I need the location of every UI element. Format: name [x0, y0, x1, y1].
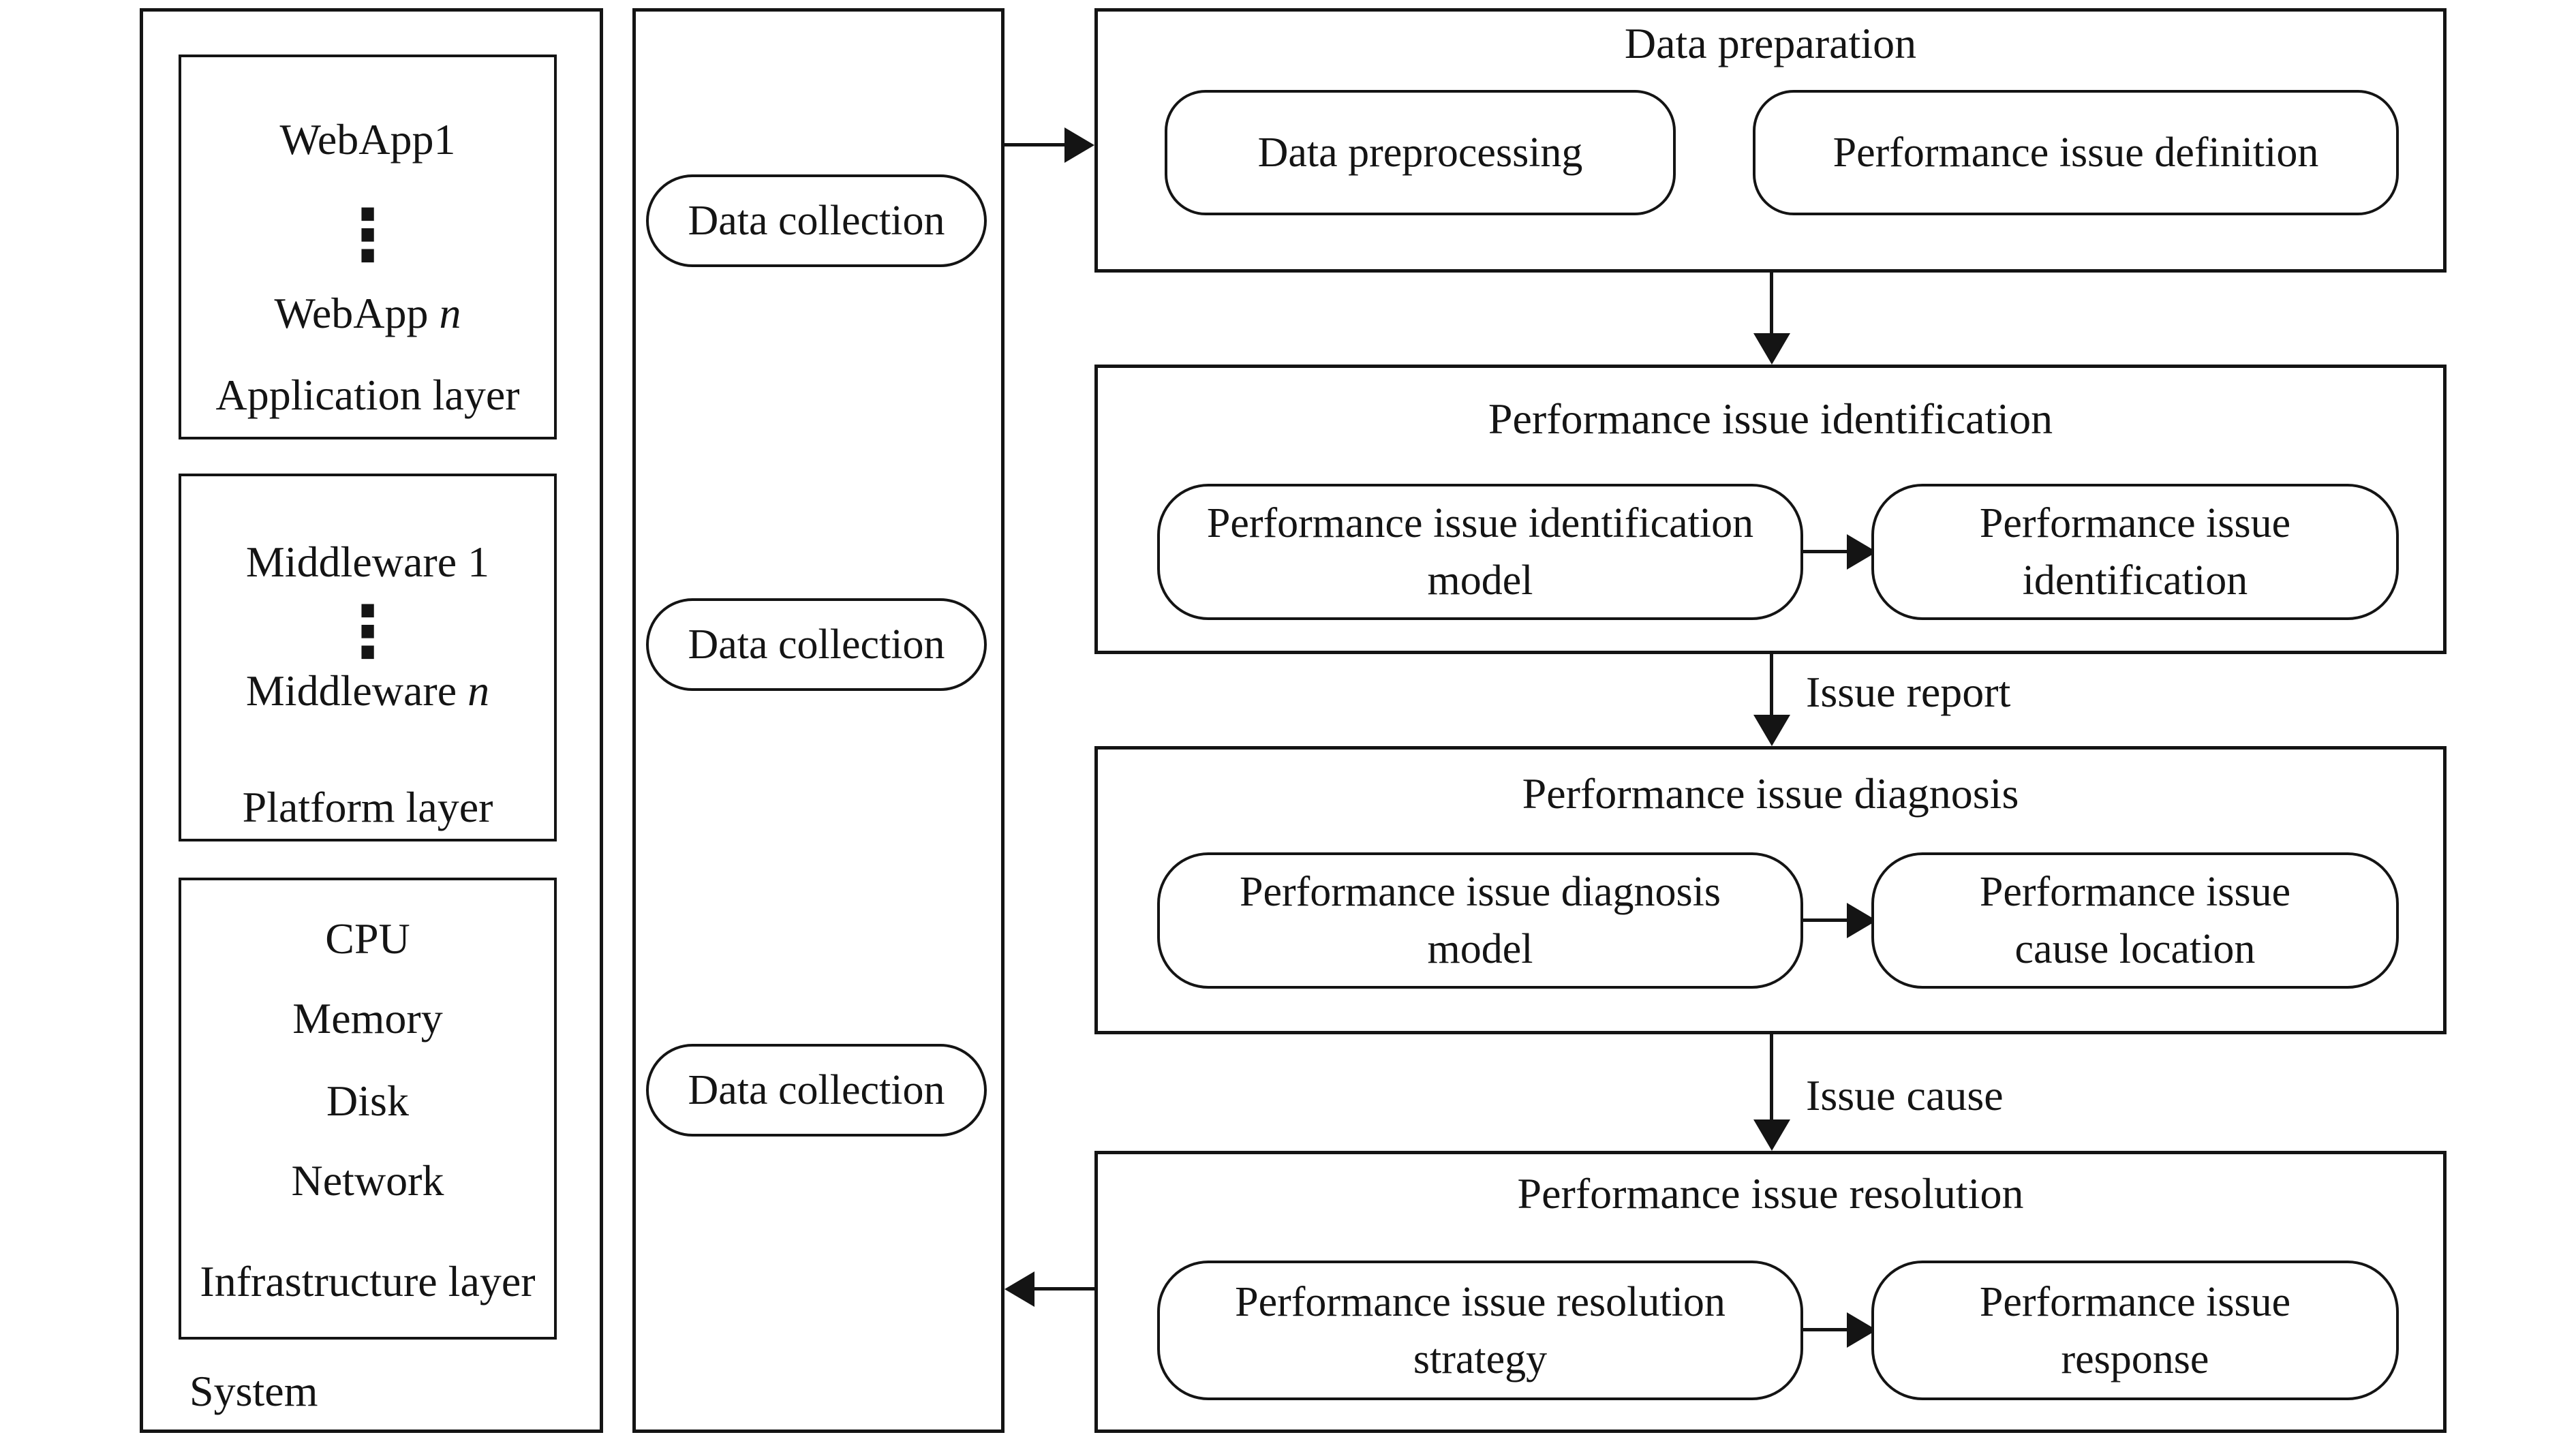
middleware-n-label: Middleware n	[245, 666, 490, 715]
issue-response-pill-line1: Performance issue	[1979, 1278, 2291, 1325]
diagnosis-model-pill: Performance issue diagnosis model	[1157, 852, 1803, 989]
system-label: System	[189, 1367, 318, 1415]
middleware1-label: Middleware 1	[245, 538, 490, 586]
platform-layer-label: Platform layer	[242, 783, 493, 831]
application-layer-label: Application layer	[215, 371, 520, 419]
diagnosis-model-pill-line1: Performance issue diagnosis	[1240, 869, 1721, 915]
cause-location-pill: Performance issue cause location	[1871, 852, 2399, 989]
data-collection-pill-3: Data collection	[646, 1044, 987, 1137]
performance-issue-identification-title: Performance issue identification	[1488, 395, 2053, 443]
issue-response-pill-line2: response	[2061, 1335, 2209, 1382]
performance-issue-diagnosis-title: Performance issue diagnosis	[1522, 769, 2019, 818]
resolution-strategy-pill-line1: Performance issue resolution	[1235, 1278, 1726, 1325]
identification-model-pill-line2: model	[1427, 557, 1533, 604]
memory-label: Memory	[292, 994, 443, 1042]
issue-response-pill: Performance issue response	[1871, 1261, 2399, 1400]
data-collection-pill-1: Data collection	[646, 174, 987, 267]
webapp1-label: WebApp1	[279, 115, 456, 164]
network-label: Network	[291, 1156, 444, 1205]
infrastructure-layer-label: Infrastructure layer	[200, 1257, 536, 1305]
webapp-n-label: WebApp n	[274, 289, 461, 337]
data-preprocessing-pill: Data preprocessing	[1165, 90, 1676, 215]
data-preparation-title: Data preparation	[1624, 19, 1917, 67]
platform-layer-box	[179, 474, 557, 841]
identification-model-pill-line1: Performance issue identification	[1206, 500, 1754, 546]
issue-cause-label: Issue cause	[1806, 1071, 2004, 1119]
issue-identification-pill: Performance issue identification	[1871, 484, 2399, 620]
disk-label: Disk	[326, 1077, 409, 1125]
application-layer-box	[179, 55, 557, 439]
data-collection-pill-2: Data collection	[646, 598, 987, 691]
diagnosis-model-pill-line2: model	[1427, 926, 1533, 972]
resolution-strategy-pill: Performance issue resolution strategy	[1157, 1261, 1803, 1400]
cause-location-pill-line1: Performance issue	[1979, 869, 2291, 915]
performance-issue-definition-pill: Performance issue definition	[1753, 90, 2399, 215]
identification-model-pill: Performance issue identification model	[1157, 484, 1803, 620]
issue-report-label: Issue report	[1806, 668, 2011, 716]
vertical-ellipsis-icon: ⋮	[332, 590, 403, 673]
resolution-strategy-pill-line2: strategy	[1413, 1335, 1548, 1382]
vertical-ellipsis-icon: ⋮	[332, 194, 403, 277]
cause-location-pill-line2: cause location	[2014, 926, 2256, 972]
issue-identification-pill-line2: identification	[2022, 557, 2248, 604]
performance-issue-resolution-title: Performance issue resolution	[1517, 1169, 2024, 1218]
infrastructure-layer-box	[179, 878, 557, 1340]
cpu-label: CPU	[325, 914, 410, 963]
issue-identification-pill-line1: Performance issue	[1979, 500, 2291, 546]
